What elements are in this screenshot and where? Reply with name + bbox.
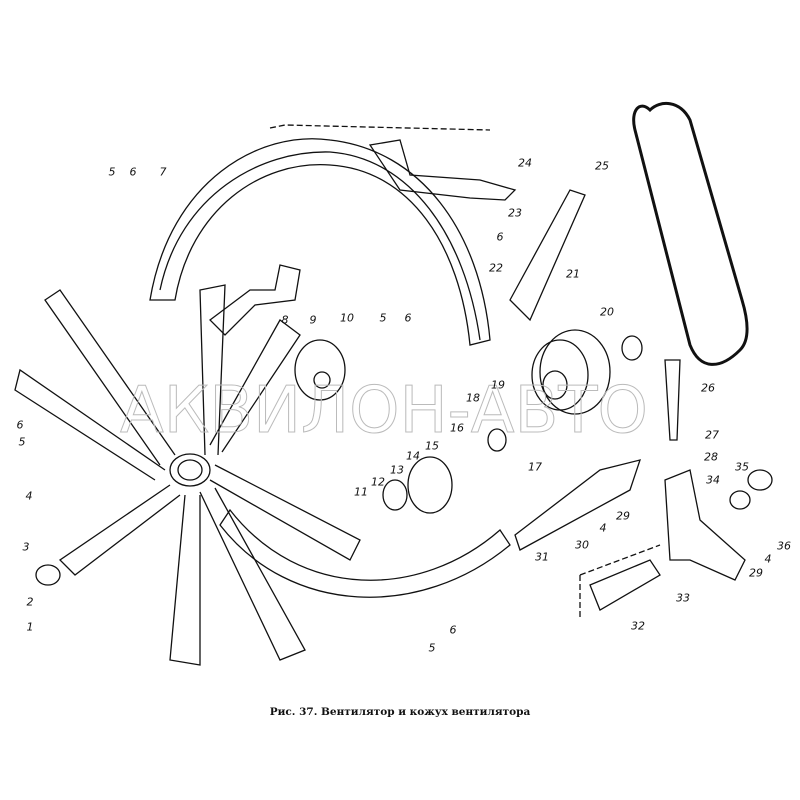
callout-20: 20 <box>600 305 614 319</box>
callout-35: 35 <box>735 460 749 474</box>
shaft-32 <box>589 559 661 611</box>
callout-5: 5 <box>108 165 116 179</box>
bracket-8 <box>209 264 301 336</box>
plate-13 <box>382 479 408 511</box>
callout-13: 13 <box>390 463 404 477</box>
callout-15: 15 <box>425 439 439 453</box>
callout-8: 8 <box>281 313 289 327</box>
callout-36: 36 <box>777 539 791 553</box>
callout-4: 4 <box>599 521 607 535</box>
fan-impeller <box>14 284 361 666</box>
hub-9 <box>294 339 346 401</box>
bracket-21 <box>509 189 586 322</box>
callout-21: 21 <box>566 267 580 281</box>
callout-23: 23 <box>508 206 522 220</box>
callout-32: 32 <box>631 619 645 633</box>
callout-19: 19 <box>491 378 505 392</box>
callout-22: 22 <box>489 261 503 275</box>
callout-6: 6 <box>129 165 137 179</box>
callout-31: 31 <box>535 550 549 564</box>
callout-30: 30 <box>575 538 589 552</box>
callout-4: 4 <box>25 489 33 503</box>
callout-1: 1 <box>26 620 34 634</box>
callout-24: 24 <box>518 156 532 170</box>
gasket-15 <box>407 456 453 514</box>
callout-2: 2 <box>26 595 34 609</box>
callout-12: 12 <box>371 475 385 489</box>
bracket-24 <box>368 139 517 201</box>
callout-4: 4 <box>764 552 772 566</box>
nut-35 <box>747 469 773 491</box>
callout-34: 34 <box>706 473 720 487</box>
bearing-20 <box>621 335 643 361</box>
callout-17: 17 <box>528 460 542 474</box>
nut-34 <box>729 490 751 510</box>
nut-2 <box>35 564 61 586</box>
callout-29: 29 <box>616 509 630 523</box>
fan-belt-25 <box>632 101 749 366</box>
callout-7: 7 <box>159 165 167 179</box>
pulley-19 <box>531 329 611 415</box>
callout-28: 28 <box>704 450 718 464</box>
callout-10: 10 <box>340 311 354 325</box>
callout-18: 18 <box>466 391 480 405</box>
bolt-26 <box>664 359 681 441</box>
callout-25: 25 <box>595 159 609 173</box>
callout-26: 26 <box>701 381 715 395</box>
callout-14: 14 <box>406 449 420 463</box>
callout-6: 6 <box>496 230 504 244</box>
callout-6: 6 <box>404 311 412 325</box>
watermark: АКВИЛОН-АВТО <box>120 374 648 448</box>
callout-3: 3 <box>22 540 30 554</box>
callout-33: 33 <box>676 591 690 605</box>
bracket-31 <box>514 459 641 551</box>
callout-27: 27 <box>705 428 719 442</box>
callout-5: 5 <box>379 311 387 325</box>
callout-11: 11 <box>354 485 368 499</box>
callout-16: 16 <box>450 421 464 435</box>
callout-9: 9 <box>309 313 317 327</box>
callout-6: 6 <box>16 418 24 432</box>
figure-caption: Рис. 37. Вентилятор и кожух вентилятора <box>269 706 531 718</box>
bearing-17 <box>487 428 507 452</box>
callout-6: 6 <box>449 623 457 637</box>
fan-shroud <box>149 124 511 598</box>
bracket-33 <box>664 469 746 581</box>
callout-5: 5 <box>428 641 436 655</box>
callout-29: 29 <box>749 566 763 580</box>
callout-5: 5 <box>18 435 26 449</box>
